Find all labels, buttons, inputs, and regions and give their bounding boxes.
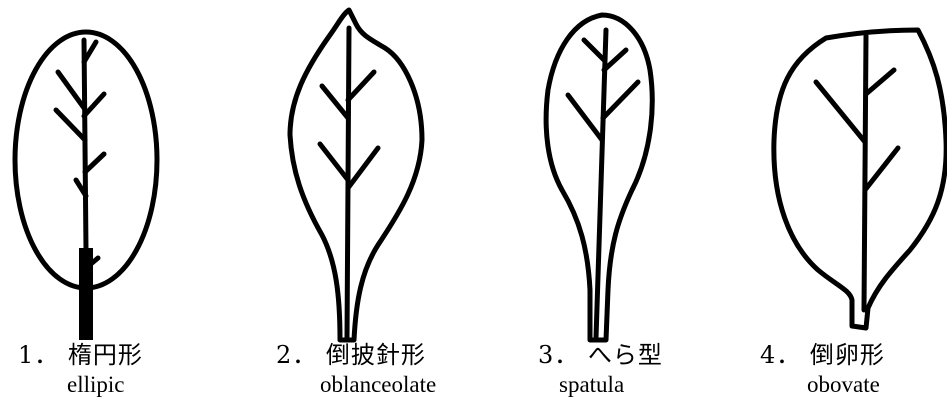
caption-ellipic-name-en: ellipic	[18, 370, 143, 400]
leaf-obovate-outline	[774, 30, 946, 328]
caption-ellipic-number: 1．	[18, 341, 59, 369]
leaf-obovate	[774, 30, 946, 328]
leaf-spatula	[546, 15, 652, 340]
caption-obovate: 4． 倒卵形 obovate	[760, 340, 885, 400]
caption-oblanceolate-name-en: oblanceolate	[276, 370, 436, 400]
caption-spatula-name-en: spatula	[538, 370, 663, 400]
caption-spatula-number: 3．	[538, 341, 579, 369]
caption-obovate-name-en: obovate	[760, 370, 885, 400]
leaf-ellipic-veins	[56, 40, 104, 268]
leaf-oblanceolate-veins	[320, 28, 378, 338]
caption-spatula-japanese: 3． へら型	[538, 340, 663, 370]
caption-oblanceolate-name-ja: 倒披針形	[326, 341, 426, 369]
leaf-oblanceolate	[290, 10, 422, 340]
leaf-ellipic	[15, 32, 157, 340]
caption-ellipic: 1． 楕円形 ellipic	[18, 340, 143, 400]
caption-ellipic-name-ja: 楕円形	[68, 341, 143, 369]
caption-obovate-number: 4．	[760, 341, 801, 369]
caption-oblanceolate-japanese: 2． 倒披針形	[276, 340, 436, 370]
caption-obovate-japanese: 4． 倒卵形	[760, 340, 885, 370]
leaf-obovate-veins	[816, 36, 898, 310]
caption-obovate-name-ja: 倒卵形	[810, 341, 885, 369]
caption-ellipic-japanese: 1． 楕円形	[18, 340, 143, 370]
leaf-spatula-veins	[568, 30, 638, 338]
caption-oblanceolate: 2． 倒披針形 oblanceolate	[276, 340, 436, 400]
caption-oblanceolate-number: 2．	[276, 341, 317, 369]
caption-spatula-name-ja: へら型	[588, 341, 663, 369]
caption-spatula: 3． へら型 spatula	[538, 340, 663, 400]
